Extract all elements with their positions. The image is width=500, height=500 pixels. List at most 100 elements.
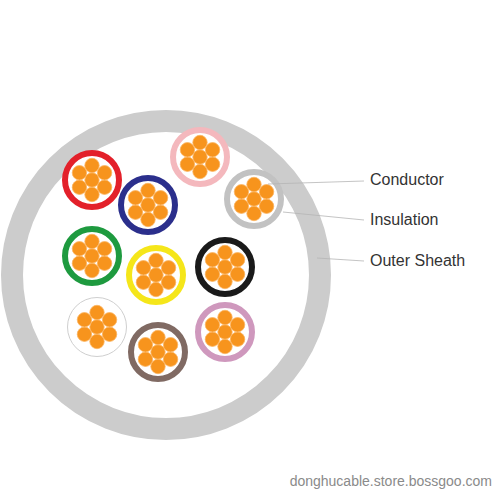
conductor-strand: [97, 256, 111, 270]
conductor-strand: [193, 150, 207, 164]
leader-line: [283, 212, 364, 220]
conductor-strand: [230, 332, 244, 346]
insulated-core: [65, 153, 119, 207]
insulated-core: [173, 130, 227, 184]
part-label: Conductor: [370, 170, 444, 189]
leader-line: [268, 181, 364, 184]
insulated-core: [121, 178, 175, 232]
part-label: Insulation: [370, 210, 439, 229]
conductor-strand: [234, 199, 248, 213]
leader-line: [317, 258, 364, 261]
conductor-strand: [161, 261, 175, 275]
conductor-strand: [205, 332, 219, 346]
conductor-strand: [151, 345, 165, 359]
conductor-strand: [247, 206, 261, 220]
conductor-strand: [230, 253, 244, 267]
label-anchor: Insulation: [370, 210, 439, 229]
conductor-strand: [97, 166, 111, 180]
conductor-strand: [149, 253, 163, 267]
label-anchor: donghucable.store.bossgoo.com: [290, 473, 492, 490]
conductor-strand: [234, 185, 248, 199]
conductor-strand: [90, 334, 104, 348]
conductor-strand: [161, 275, 175, 289]
insulation-ring: [65, 153, 119, 207]
conductor-strand: [136, 261, 150, 275]
part-label: Outer Sheath: [370, 251, 465, 270]
conductor-strand: [85, 187, 99, 201]
insulated-core: [65, 229, 119, 283]
conductor-strand: [218, 310, 232, 324]
conductor-strand: [97, 180, 111, 194]
conductor-strand: [218, 274, 232, 288]
leader-lines: [268, 181, 364, 261]
conductor-strand: [149, 268, 163, 282]
conductor-strand: [218, 339, 232, 353]
conductor-strand: [205, 157, 219, 171]
conductor-strand: [205, 253, 219, 267]
insulation-ring: [121, 178, 175, 232]
insulation-ring: [129, 248, 183, 302]
conductor-strand: [85, 249, 99, 263]
conductor-strand: [205, 318, 219, 332]
conductor-strand: [247, 177, 261, 191]
insulation-ring: [198, 305, 252, 359]
conductor-strand: [72, 256, 86, 270]
conductor-strand: [85, 158, 99, 172]
insulated-core: [198, 305, 252, 359]
insulation-ring: [68, 298, 127, 357]
conductor-strand: [85, 173, 99, 187]
conductor-strand: [149, 282, 163, 296]
conductor-strand: [205, 143, 219, 157]
insulation-ring: [173, 130, 227, 184]
conductor-strand: [72, 180, 86, 194]
conductor-strand: [128, 191, 142, 205]
conductor-strand: [180, 157, 194, 171]
conductor-strand: [90, 305, 104, 319]
conductor-strand: [153, 191, 167, 205]
conductor-strand: [151, 330, 165, 344]
conductor-strand: [141, 212, 155, 226]
conductor-strand: [141, 183, 155, 197]
conductor-strand: [141, 198, 155, 212]
conductor-strand: [163, 338, 177, 352]
conductor-strand: [85, 234, 99, 248]
insulated-core: [227, 172, 281, 226]
conductor-strand: [151, 359, 165, 373]
conductor-strand: [218, 325, 232, 339]
conductor-strand: [72, 242, 86, 256]
conductor-strand: [247, 192, 261, 206]
outer-sheath: [12, 121, 320, 429]
conductor-strand: [138, 338, 152, 352]
conductor-strand: [128, 205, 142, 219]
conductor-strand: [77, 313, 91, 327]
core-group: [65, 130, 281, 379]
conductor-strand: [136, 275, 150, 289]
insulation-ring: [198, 240, 252, 294]
label-anchor: Conductor: [370, 170, 444, 189]
conductor-strand: [102, 327, 116, 341]
conductor-strand: [230, 267, 244, 281]
conductor-strand: [138, 352, 152, 366]
conductor-strand: [102, 313, 116, 327]
insulation-ring: [131, 325, 185, 379]
insulation-ring: [65, 229, 119, 283]
insulated-core: [68, 298, 127, 357]
watermark: donghucable.store.bossgoo.com: [290, 473, 492, 490]
conductor-strand: [180, 143, 194, 157]
conductor-strand: [90, 320, 104, 334]
conductor-strand: [259, 185, 273, 199]
conductor-strand: [259, 199, 273, 213]
label-anchor: Outer Sheath: [370, 251, 465, 270]
conductor-strand: [97, 242, 111, 256]
conductor-strand: [72, 166, 86, 180]
insulated-core: [131, 325, 185, 379]
conductor-strand: [77, 327, 91, 341]
conductor-strand: [205, 267, 219, 281]
conductor-strand: [218, 260, 232, 274]
conductor-strand: [193, 164, 207, 178]
insulated-core: [129, 248, 183, 302]
conductor-strand: [218, 245, 232, 259]
conductor-strand: [153, 205, 167, 219]
